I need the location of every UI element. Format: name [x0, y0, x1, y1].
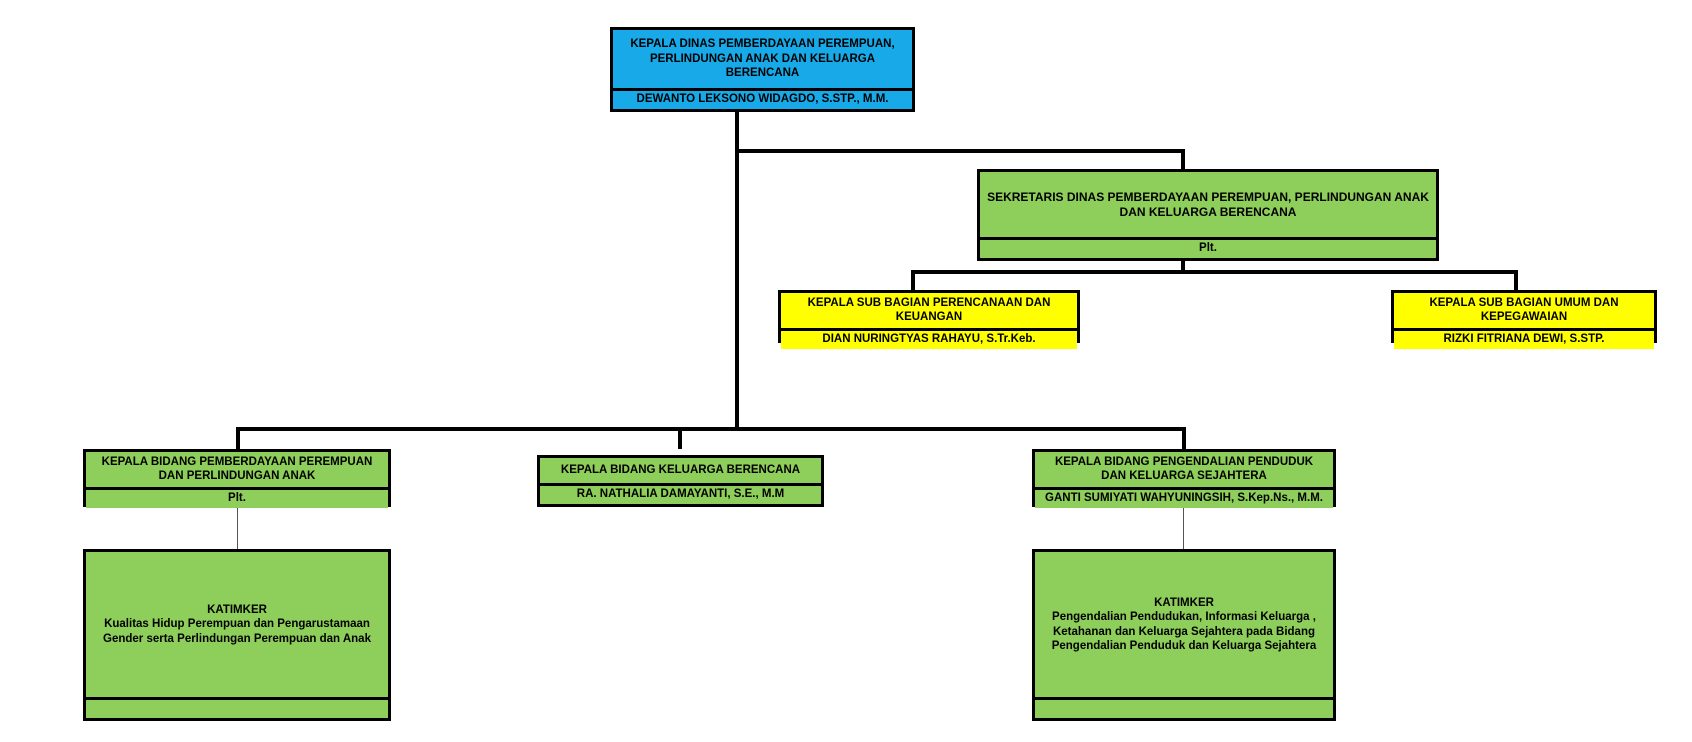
node-katimker-pppa-person [86, 700, 388, 718]
node-sekretaris-person: Plt. [980, 240, 1436, 258]
node-divider [86, 486, 388, 490]
connector-bidang-bar [236, 427, 1186, 431]
node-bidang-pppa-title: KEPALA BIDANG PEMBERDAYAAN PEREMPUAN DAN… [86, 452, 388, 487]
node-divider [540, 483, 821, 486]
connector-head-trunk [735, 105, 739, 430]
node-sekretaris[interactable]: SEKRETARIS DINAS PEMBERDAYAAN PEREMPUAN,… [977, 169, 1439, 261]
node-bidang-kb-person: RA. NATHALIA DAMAYANTI, S.E., M.M [540, 486, 821, 504]
connector-subbag-left-drop [911, 270, 915, 292]
node-subbag-perencanaan-title: KEPALA SUB BAGIAN PERENCANAAN DAN KEUANG… [781, 293, 1077, 328]
node-katimker-dalduk-description: Pengendalian Pendudukan, Informasi Kelua… [1051, 611, 1317, 652]
node-kepala-dinas[interactable]: KEPALA DINAS PEMBERDAYAAN PEREMPUAN, PER… [610, 27, 915, 112]
node-katimker-pppa-title: KATIMKER Kualitas Hidup Perempuan dan Pe… [86, 552, 388, 697]
node-katimker-pppa[interactable]: KATIMKER Kualitas Hidup Perempuan dan Pe… [83, 549, 391, 721]
node-subbag-umum-title: KEPALA SUB BAGIAN UMUM DAN KEPEGAWAIAN [1394, 293, 1654, 328]
connector-katimker-dalduk [1183, 506, 1184, 549]
node-sekretaris-title: SEKRETARIS DINAS PEMBERDAYAAN PEREMPUAN,… [980, 172, 1436, 237]
node-bidang-dalduk[interactable]: KEPALA BIDANG PENGENDALIAN PENDUDUK DAN … [1032, 449, 1336, 508]
node-subbag-perencanaan[interactable]: KEPALA SUB BAGIAN PERENCANAAN DAN KEUANG… [778, 290, 1080, 349]
node-subbag-perencanaan-person: DIAN NURINGTYAS RAHAYU, S.Tr.Keb. [781, 330, 1077, 349]
node-bidang-dalduk-person: GANTI SUMIYATI WAHYUNINGSIH, S.Kep.Ns., … [1035, 489, 1333, 508]
node-katimker-dalduk[interactable]: KATIMKER Pengendalian Pendudukan, Inform… [1032, 549, 1336, 721]
connector-bidang-left-drop [236, 427, 240, 449]
node-divider [613, 88, 912, 91]
node-katimker-pppa-description: Kualitas Hidup Perempuan dan Pengarustam… [103, 618, 371, 645]
node-bidang-kb-title: KEPALA BIDANG KELUARGA BERENCANA [540, 458, 821, 483]
node-divider [1035, 486, 1333, 490]
connector-sekretaris-stem [1181, 258, 1185, 274]
node-bidang-kb[interactable]: KEPALA BIDANG KELUARGA BERENCANA RA. NAT… [537, 455, 824, 507]
connector-sekretaris-drop [1181, 149, 1185, 169]
node-bidang-pppa[interactable]: KEPALA BIDANG PEMBERDAYAAN PEREMPUAN DAN… [83, 449, 391, 508]
node-katimker-dalduk-person [1035, 700, 1333, 718]
node-katimker-dalduk-label: KATIMKER [1154, 596, 1214, 609]
node-divider [1035, 697, 1333, 700]
node-divider [86, 697, 388, 700]
node-subbag-umum-person: RIZKI FITRIANA DEWI, S.STP. [1394, 330, 1654, 349]
connector-katimker-pppa [237, 506, 238, 549]
node-divider [980, 237, 1436, 240]
connector-subbag-right-drop [1514, 270, 1518, 292]
node-kepala-dinas-person: DEWANTO LEKSONO WIDAGDO, S.STP., M.M. [613, 91, 912, 109]
connector-bidang-mid-drop [678, 427, 682, 449]
node-subbag-umum[interactable]: KEPALA SUB BAGIAN UMUM DAN KEPEGAWAIAN R… [1391, 290, 1657, 349]
node-divider [781, 327, 1077, 331]
node-bidang-dalduk-title: KEPALA BIDANG PENGENDALIAN PENDUDUK DAN … [1035, 452, 1333, 487]
node-katimker-pppa-label: KATIMKER [207, 603, 267, 616]
connector-head-to-sekretaris [735, 149, 1185, 153]
node-divider [1394, 327, 1654, 331]
connector-subbag-bar [911, 270, 1518, 274]
connector-bidang-right-drop [1182, 427, 1186, 449]
node-kepala-dinas-title: KEPALA DINAS PEMBERDAYAAN PEREMPUAN, PER… [613, 30, 912, 88]
node-katimker-dalduk-title: KATIMKER Pengendalian Pendudukan, Inform… [1035, 552, 1333, 697]
node-bidang-pppa-person: Plt. [86, 489, 388, 508]
